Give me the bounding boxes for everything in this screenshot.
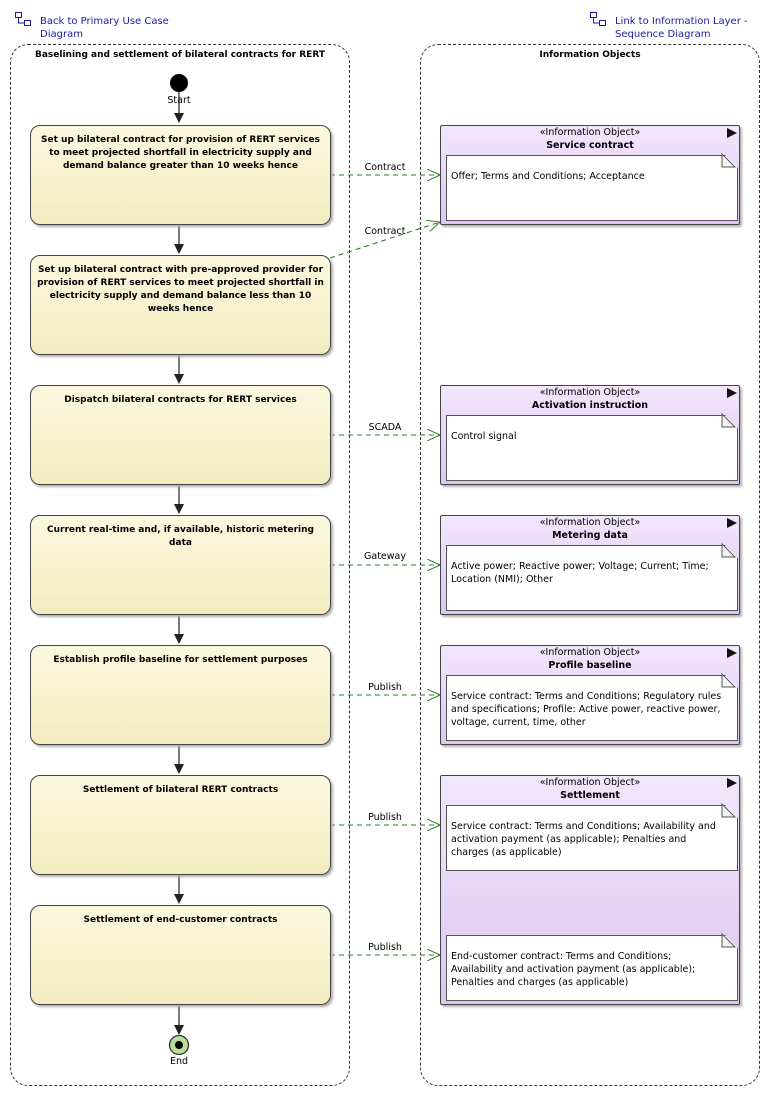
flow-label-publish: Publish	[368, 682, 402, 693]
object-stereotype: «Information Object»	[539, 647, 641, 658]
info-object-activation-instruction[interactable]: «Information Object» Activation instruct…	[440, 385, 740, 485]
activity-label: Settlement of bilateral RERT contracts	[82, 785, 279, 795]
object-name: Service contract	[546, 140, 634, 151]
link-line-2[interactable]: Sequence Diagram	[615, 29, 711, 40]
object-flag-icon	[727, 778, 737, 788]
right-partition-title: Information Objects	[539, 50, 641, 60]
activity-settlement-rert[interactable]: Settlement of bilateral RERT contracts	[30, 775, 331, 875]
object-stereotype: «Information Object»	[539, 517, 641, 528]
object-note: Active power; Reactive power; Voltage; C…	[446, 545, 738, 611]
link-to-information-layer[interactable]: Link to Information Layer - Sequence Dia…	[615, 15, 765, 41]
object-flag-icon	[727, 388, 737, 398]
final-node-center	[175, 1041, 183, 1049]
activity-label: Dispatch bilateral contracts for RERT se…	[64, 395, 297, 405]
flow-label-publish: Publish	[368, 942, 402, 953]
diagram-link-icon	[15, 12, 31, 26]
activity-profile-baseline[interactable]: Establish profile baseline for settlemen…	[30, 645, 331, 745]
activity-dispatch-contracts[interactable]: Dispatch bilateral contracts for RERT se…	[30, 385, 331, 485]
flow-label-publish: Publish	[368, 812, 402, 823]
object-note: Offer; Terms and Conditions; Acceptance	[446, 155, 738, 221]
object-stereotype: «Information Object»	[539, 777, 641, 788]
flow-label-contract: Contract	[364, 162, 406, 173]
object-flow	[329, 222, 440, 259]
left-partition-title: Baselining and settlement of bilateral c…	[34, 50, 325, 60]
activity-setup-contract-long-term[interactable]: Set up bilateral contract for provision …	[30, 125, 331, 225]
note-text: Offer; Terms and Conditions; Acceptance	[451, 171, 645, 182]
object-note: Control signal	[446, 415, 738, 481]
start-label: Start	[167, 95, 191, 106]
info-object-service-contract[interactable]: «Information Object» Service contract Of…	[440, 125, 740, 225]
activity-settlement-end-customer[interactable]: Settlement of end-customer contracts	[30, 905, 331, 1005]
link-line-1[interactable]: Back to Primary Use Case	[40, 16, 169, 27]
info-object-settlement[interactable]: «Information Object» Settlement Service …	[440, 775, 740, 1005]
note-text: Service contract: Terms and Conditions; …	[451, 821, 716, 858]
activity-label: Set up bilateral contract with pre-appro…	[37, 265, 324, 314]
activity-label: Current real-time and, if available, his…	[47, 525, 314, 548]
object-flows	[329, 175, 440, 955]
object-name: Metering data	[552, 530, 628, 541]
object-stereotype: «Information Object»	[539, 127, 641, 138]
back-to-primary-use-case-link[interactable]: Back to Primary Use Case Diagram	[40, 15, 180, 41]
object-note: Service contract: Terms and Conditions; …	[446, 675, 738, 741]
object-flag-icon	[727, 648, 737, 658]
note-text: Control signal	[451, 431, 517, 442]
flow-label-gateway: Gateway	[364, 551, 406, 562]
diagram-link-icon	[590, 12, 606, 26]
end-label: End	[169, 1056, 189, 1067]
note-text: Service contract: Terms and Conditions; …	[451, 691, 722, 728]
object-name: Profile baseline	[548, 660, 632, 671]
flow-label-scada: SCADA	[368, 422, 402, 433]
object-flag-icon	[727, 518, 737, 528]
link-line-1[interactable]: Link to Information Layer -	[615, 16, 748, 27]
object-note: Service contract: Terms and Conditions; …	[446, 805, 738, 871]
initial-node	[170, 74, 188, 92]
activity-setup-contract-pre-approved[interactable]: Set up bilateral contract with pre-appro…	[30, 255, 331, 355]
object-name: Activation instruction	[531, 400, 649, 411]
activity-label: Set up bilateral contract for provision …	[41, 135, 320, 171]
activity-metering-data[interactable]: Current real-time and, if available, his…	[30, 515, 331, 615]
object-name: Settlement	[560, 790, 620, 801]
activity-label: Settlement of end-customer contracts	[83, 915, 278, 925]
note-text: End-customer contract: Terms and Conditi…	[451, 951, 696, 988]
link-line-2[interactable]: Diagram	[40, 29, 83, 40]
note-text: Active power; Reactive power; Voltage; C…	[451, 561, 709, 585]
object-flag-icon	[727, 128, 737, 138]
info-object-profile-baseline[interactable]: «Information Object» Profile baseline Se…	[440, 645, 740, 745]
flow-label-contract: Contract	[364, 226, 406, 237]
activity-label: Establish profile baseline for settlemen…	[53, 655, 308, 665]
info-object-metering-data[interactable]: «Information Object» Metering data Activ…	[440, 515, 740, 615]
object-note: End-customer contract: Terms and Conditi…	[446, 935, 738, 1001]
object-stereotype: «Information Object»	[539, 387, 641, 398]
